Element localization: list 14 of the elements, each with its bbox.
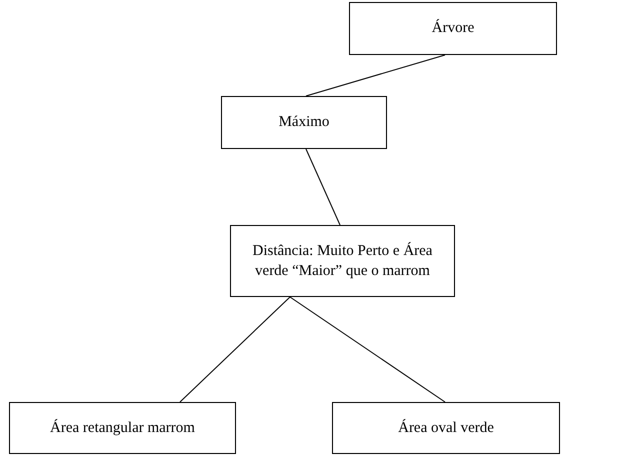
box-label: Distância: Muito Perto e Área verde “Maior” que o marrom — [252, 241, 434, 281]
connector-line — [180, 296, 290, 402]
box-label: Máximo — [278, 113, 330, 132]
connector-line — [306, 54, 446, 96]
process-box — [332, 402, 560, 454]
process-box — [9, 402, 236, 454]
connector-line — [290, 296, 446, 402]
box-label: Área oval verde — [398, 418, 494, 438]
box-label: Área retangular marrom — [50, 418, 195, 438]
process-box — [230, 225, 455, 297]
connector-line — [306, 148, 340, 226]
process-box — [221, 96, 387, 149]
process-box — [349, 2, 557, 55]
box-label: Árvore — [432, 18, 474, 38]
